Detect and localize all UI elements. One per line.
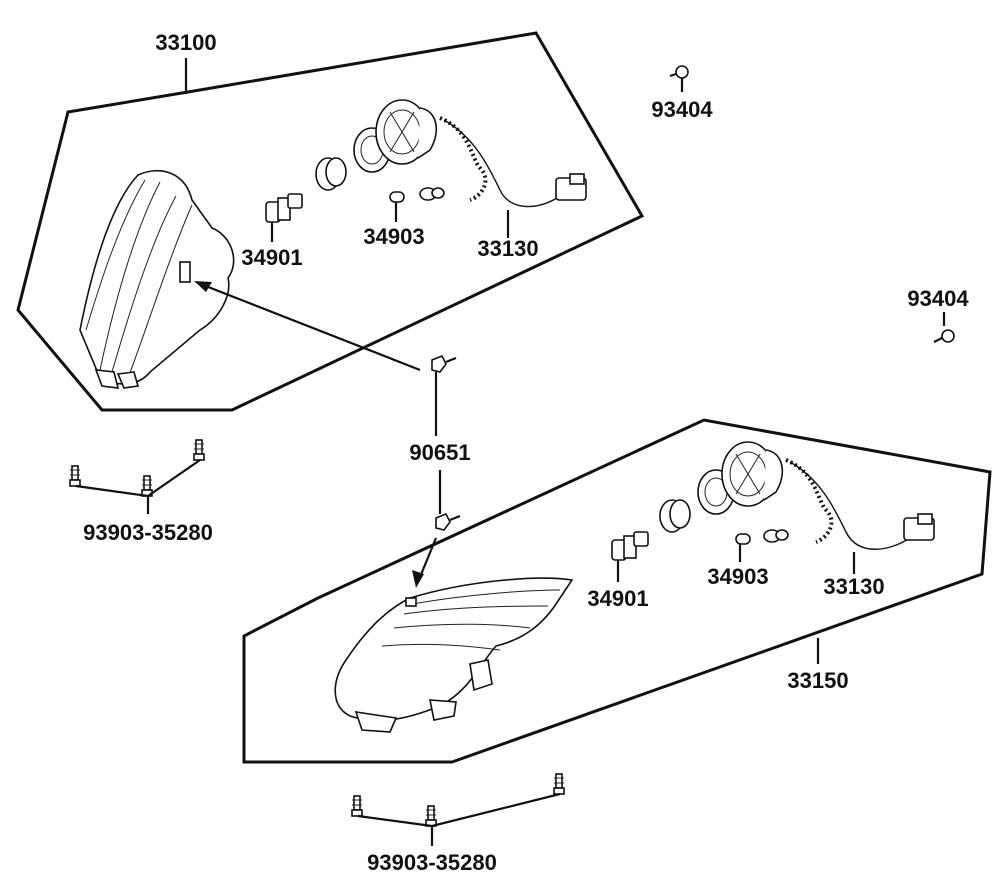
nut-icon (933, 329, 955, 343)
label-33150: 33150 (787, 668, 848, 693)
screw-icon (425, 805, 437, 827)
screws-left-leader (75, 459, 201, 498)
screw-icon (351, 795, 363, 817)
bolt-lower-icon (435, 512, 461, 531)
lower-assembly-frame (242, 418, 992, 764)
label-34901-lower: 34901 (587, 586, 648, 611)
arrow-head-upper (194, 281, 212, 292)
bolt-arrow-upper (197, 281, 421, 372)
screw-icon (69, 465, 81, 487)
lower-small-bulb-34903-icon (735, 529, 789, 545)
lower-headlight-housing-icon (334, 577, 574, 733)
bolt-upper-icon (431, 354, 457, 373)
nut-icon (669, 65, 689, 79)
upper-harness-33130-icon (439, 116, 587, 208)
label-34903-upper: 34903 (363, 224, 424, 249)
upper-assembly-group: 33100 34901 34903 33130 (16, 30, 645, 412)
bolt-90651-group: 90651 (194, 281, 471, 588)
upper-small-bulb-34903-icon (389, 187, 445, 203)
lower-assembly-group: 34901 34903 33130 33150 (242, 418, 992, 764)
label-93903-35280-bottom: 93903-35280 (367, 850, 497, 875)
label-34903-lower: 34903 (707, 564, 768, 589)
screws-left-group: 93903-35280 (69, 439, 213, 545)
upper-assembly-frame (16, 31, 645, 412)
arrow-head-lower (412, 570, 424, 588)
label-33130-lower: 33130 (823, 574, 884, 599)
label-90651: 90651 (409, 440, 470, 465)
label-33130-upper: 33130 (477, 236, 538, 261)
nut-93404-top: 93404 (651, 65, 713, 122)
upper-socket-icon (315, 99, 438, 191)
label-93404-top: 93404 (651, 97, 713, 122)
screw-icon (193, 439, 205, 461)
lower-harness-33130-icon (785, 458, 935, 550)
nut-93404-right: 93404 (907, 286, 969, 343)
upper-bulb-34901-icon (265, 193, 303, 223)
screws-bottom-group: 93903-35280 (351, 773, 565, 875)
label-34901-upper: 34901 (241, 245, 302, 270)
lower-bulb-34901-icon (611, 531, 649, 561)
label-33100: 33100 (155, 30, 216, 55)
label-93903-35280-left: 93903-35280 (83, 520, 213, 545)
screw-icon (553, 773, 565, 795)
label-93404-right: 93404 (907, 286, 969, 311)
lower-socket-icon (659, 441, 784, 533)
upper-headlight-housing-icon (79, 170, 235, 389)
screws-bottom-leader (357, 792, 561, 828)
